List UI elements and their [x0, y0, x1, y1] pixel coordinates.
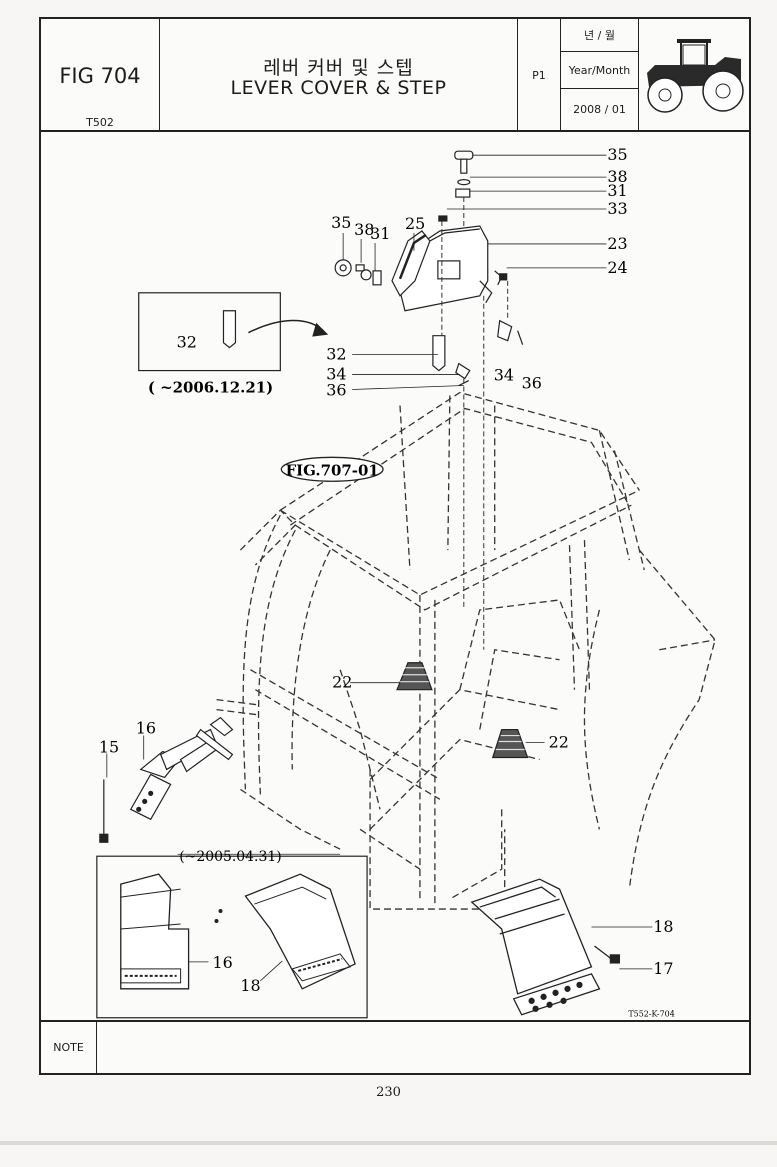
note-row: NOTE [41, 1020, 749, 1073]
title-english: LEVER COVER & STEP [230, 77, 447, 99]
title-korean: 레버 커버 및 스텝 [263, 57, 414, 79]
inset-top-label: ( ~2006.12.21) [148, 379, 273, 397]
cab-frame-outline [216, 391, 716, 910]
callout-16: 16 [136, 719, 156, 738]
model-code: T502 [86, 116, 114, 129]
callout-16-inset: 16 [213, 953, 233, 972]
inset-box-2005 [96, 855, 368, 1019]
rubber-boot-parts [396, 662, 529, 759]
callout-17: 17 [653, 959, 673, 978]
main-step-part [470, 878, 621, 1016]
exploded-parts-diagram: FIG.707-01 ( ~2006.12.21) (~2005.04.31) … [96, 145, 716, 1019]
callout-31-left: 31 [370, 224, 390, 243]
callout-34: 34 [326, 365, 346, 384]
inset-box-2006 [138, 292, 329, 372]
callout-18: 18 [653, 917, 673, 936]
parts-page-frame: FIG 704 T502 레버 커버 및 스텝 LEVER COVER & ST… [39, 17, 751, 1075]
callout-25: 25 [405, 214, 425, 233]
figure-cell: FIG 704 T502 [41, 19, 160, 130]
callout-numbers: 35 38 31 33 23 24 35 38 31 25 32 32 34 3… [99, 145, 674, 995]
assembly-guide-lines [441, 197, 509, 650]
tractor-icon [647, 39, 744, 113]
callout-leader-lines [106, 154, 653, 982]
callout-34-right: 34 [494, 366, 514, 385]
callout-36-right: 36 [522, 374, 542, 393]
callout-22-right: 22 [549, 733, 569, 752]
tractor-image-cell [639, 19, 751, 130]
page-label: P1 [532, 69, 546, 82]
callout-32-inset: 32 [177, 333, 197, 352]
callout-32: 32 [326, 345, 346, 364]
lever-cover-assembly [334, 150, 524, 387]
callout-35-top: 35 [607, 145, 627, 164]
page-label-cell: P1 [518, 19, 561, 130]
callout-31-top: 31 [607, 181, 627, 200]
callout-24: 24 [607, 258, 627, 277]
figure-number: FIG 704 [59, 64, 141, 88]
callout-15: 15 [99, 738, 119, 757]
callout-18-inset: 18 [240, 976, 260, 995]
note-label: NOTE [41, 1022, 97, 1073]
fig-ref-label: FIG.707-01 [286, 461, 379, 479]
date-cell: 년 / 월 Year/Month 2008 / 01 [561, 19, 639, 130]
drawing-code: T552-K-704 [628, 1010, 675, 1019]
header-table: FIG 704 T502 레버 커버 및 스텝 LEVER COVER & ST… [41, 19, 749, 132]
left-step-part [99, 716, 234, 843]
fig-ref-oval [280, 456, 384, 482]
page-number: 230 [376, 1085, 401, 1100]
inset-bottom-label: (~2005.04.31) [179, 849, 281, 865]
date-value: 2008 / 01 [573, 103, 626, 116]
callout-35-left: 35 [331, 213, 351, 232]
callout-38-left: 38 [354, 220, 374, 239]
callout-38-top: 38 [607, 167, 627, 186]
callout-33: 33 [607, 199, 627, 218]
title-cell: 레버 커버 및 스텝 LEVER COVER & STEP [160, 19, 518, 130]
callout-22-left: 22 [332, 673, 352, 692]
callout-23: 23 [607, 234, 627, 253]
date-label-english: Year/Month [561, 52, 638, 89]
date-label-korean: 년 / 월 [561, 19, 638, 52]
scan-edge [0, 1141, 777, 1145]
callout-36: 36 [326, 381, 346, 400]
